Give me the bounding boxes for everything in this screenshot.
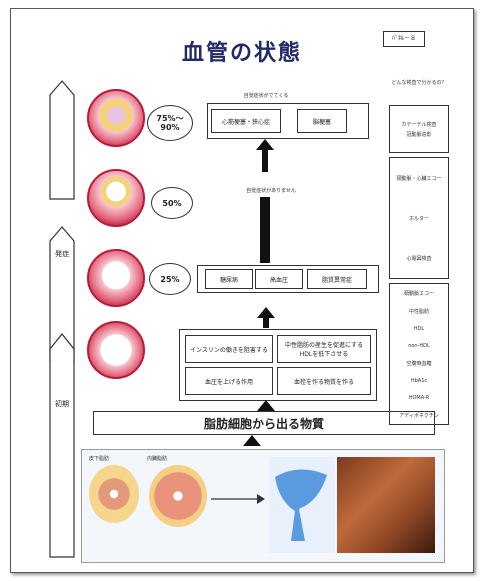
no-symptom-note: 自覚症状がありません xyxy=(246,188,296,194)
arrow-right-icon xyxy=(211,494,265,504)
conditions-group xyxy=(197,265,379,293)
visceral-fat-photo xyxy=(337,457,435,553)
vessel-normal-icon xyxy=(87,321,145,379)
arrow-shaft xyxy=(262,150,268,172)
test-item: 中性脂肪 xyxy=(408,308,429,315)
test-group-1: カテーテル検査 冠動脈造影 xyxy=(389,105,449,153)
test-item: アディポネクチン xyxy=(399,412,439,419)
page-title: 血管の状態 xyxy=(181,41,302,66)
percent-bubble-severe: 75%～90% xyxy=(147,105,193,141)
condition-box-diabetes: 糖尿病 xyxy=(205,269,253,289)
test-item: HbA1c xyxy=(410,377,428,384)
progression-arrows xyxy=(49,80,75,558)
condition-box-dyslipidemia: 脂質異常症 xyxy=(307,269,367,289)
test-item: non-HDL xyxy=(408,342,430,349)
fat-label-visceral: 内臓脂肪 xyxy=(147,456,168,462)
vessel-severe-icon xyxy=(87,89,145,147)
test-item: 冠動脈造影 xyxy=(406,131,432,138)
mechanism-box-lipid: 中性脂肪の産生を促進にする HDLを低下させる xyxy=(277,335,371,363)
test-group-2: 頸動脈・心臓エコー ホルター 心電図検査 xyxy=(389,157,449,279)
fat-label-subcutaneous: 皮下脂肪 xyxy=(89,456,110,462)
progress-bar xyxy=(260,197,270,263)
disease-group xyxy=(207,103,369,139)
test-item: カテーテル検査 xyxy=(401,121,437,128)
mechanisms-group xyxy=(179,329,377,401)
test-group-3: 頸動脈エコー 中性脂肪 HDL non-HDL 空腹時血糖 HbA1c HOMA… xyxy=(389,283,449,425)
condition-box-hypertension: 高血圧 xyxy=(255,269,303,289)
disease-box-heart: 心筋梗塞・狭心症 xyxy=(211,109,281,133)
test-sidebar: どんな検査で分かるの？ カテーテル検査 冠動脈造影 頸動脈・心臓エコー ホルター… xyxy=(389,79,449,425)
stage-label-onset: 発症 xyxy=(55,250,69,258)
test-item: HDL xyxy=(413,325,425,332)
panel-frame: 血管の状態 ﾊﾟﾈﾙ－８ 発症 初期 75%～90% 50% 25% 自覚症状が… xyxy=(10,8,474,573)
mechanism-box-insulin: インスリンの働きを阻害する xyxy=(185,335,273,363)
panel-number-badge: ﾊﾟﾈﾙ－８ xyxy=(383,31,425,47)
arrow-up-icon xyxy=(257,307,275,318)
test-item: 心電図検査 xyxy=(406,255,432,262)
vessel-moderate-icon xyxy=(87,169,145,227)
onset-note: 自覚症状がでてくる xyxy=(243,93,289,99)
test-item: 空腹時血糖 xyxy=(406,360,432,367)
visceral-fat-image xyxy=(149,465,207,527)
mechanism-box-thrombus: 血栓を作る物質を作る xyxy=(277,367,371,395)
adipocyte-substances-label: 脂肪細胞から出る物質 xyxy=(93,411,435,435)
arrow-up-icon xyxy=(243,435,261,446)
disease-box-stroke: 脳梗塞 xyxy=(297,109,347,133)
mechanism-box-bloodpressure: 血圧を上げる作用 xyxy=(185,367,273,395)
test-item: 頸動脈エコー xyxy=(403,290,434,297)
arrow-up-icon xyxy=(257,400,275,411)
test-item: HOMA-R xyxy=(408,394,430,401)
test-item: 頸動脈・心臓エコー xyxy=(396,175,442,182)
percent-bubble-mild: 25% xyxy=(149,263,191,295)
test-sidebar-header: どんな検査で分かるの？ xyxy=(391,80,447,86)
percent-bubble-moderate: 50% xyxy=(151,187,193,219)
arrow-up-icon xyxy=(256,139,274,150)
arrow-shaft xyxy=(263,318,269,328)
test-item: ホルター xyxy=(408,215,429,222)
vessel-mild-icon xyxy=(87,249,145,307)
liver-illustration xyxy=(269,457,335,553)
subcutaneous-fat-image xyxy=(89,465,139,523)
stage-label-early: 初期 xyxy=(55,400,69,408)
